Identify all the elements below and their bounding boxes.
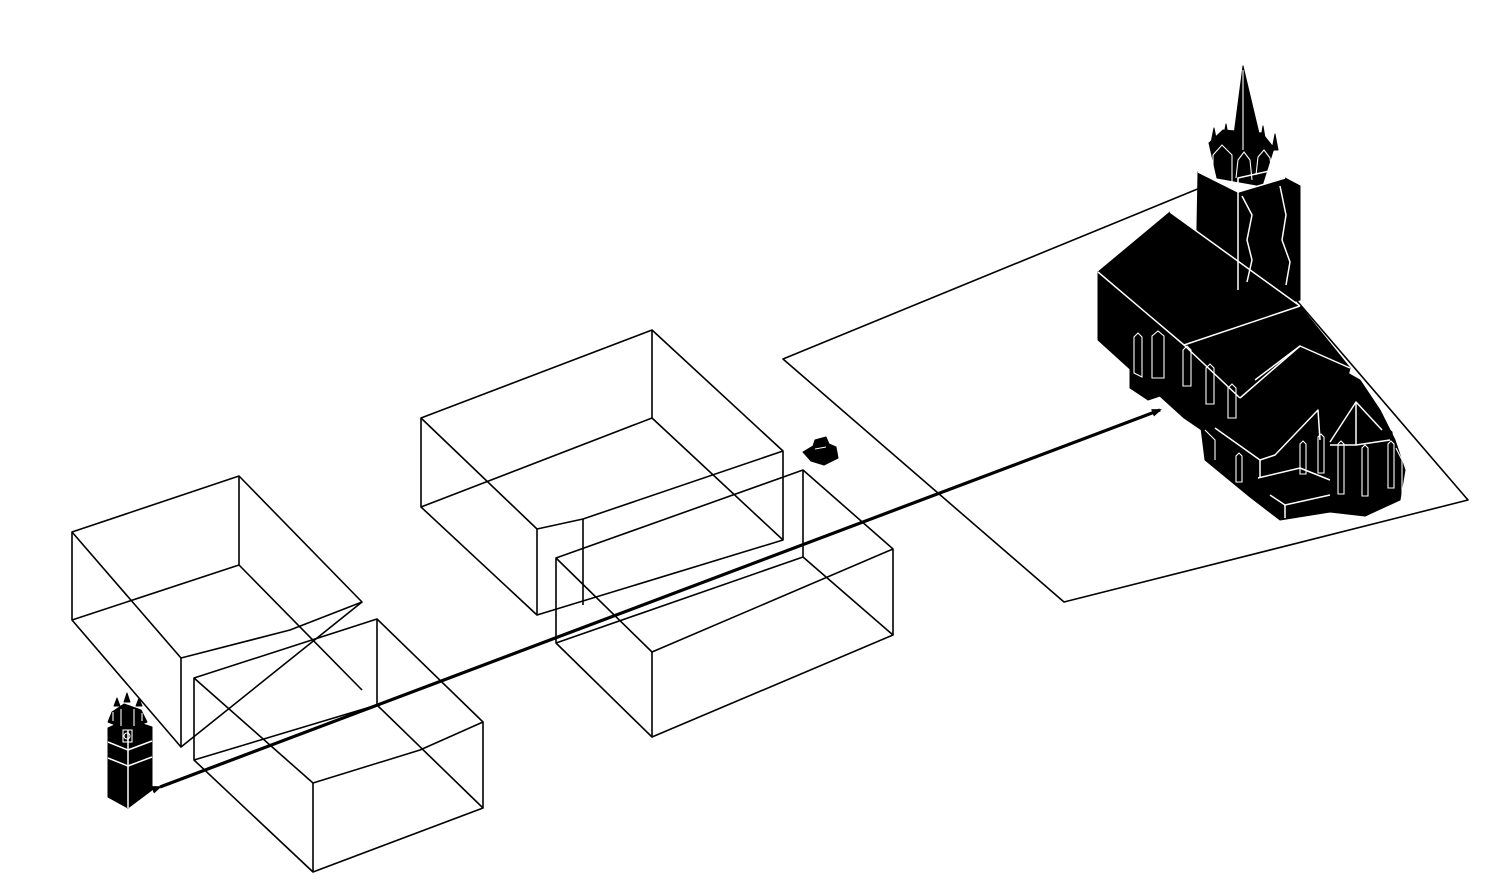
- sightline-arrow: [151, 408, 1162, 794]
- small-object: [802, 436, 839, 466]
- building-block-front-left: [193, 618, 484, 873]
- building-block-front-middle: [555, 469, 894, 738]
- small-tower: [107, 692, 153, 809]
- church-with-spire: [1097, 65, 1406, 521]
